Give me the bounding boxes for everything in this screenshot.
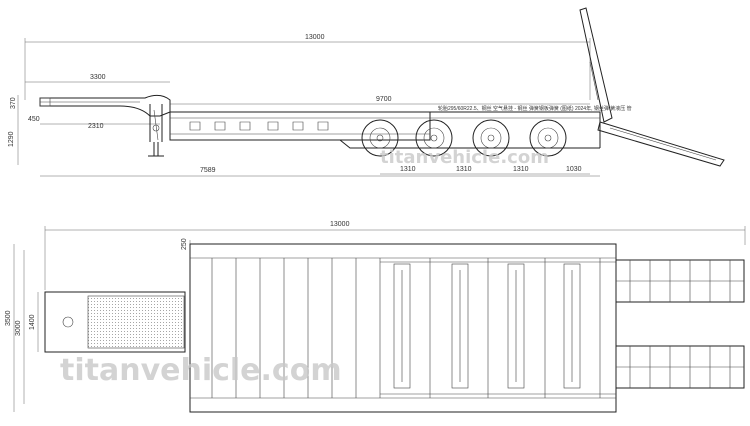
top-view: 13000 250 3500 3000 1400 (5, 221, 746, 413)
top-axles (393, 263, 581, 389)
dim-neck-width: 1400 (29, 314, 36, 330)
dim-gooseneck-width: 3000 (15, 320, 22, 336)
dim-axle-spacing-1: 1310 (400, 166, 416, 173)
dim-axle-spacing-3: 1310 (513, 166, 529, 173)
dim-axle-spacing-2: 1310 (456, 166, 472, 173)
dim-front-offset: 250 (181, 238, 188, 250)
dim-top-overall-length: 13000 (330, 221, 350, 228)
side-view: 13000 3300 9700 370 1290 450 2310 (8, 7, 725, 177)
dim-kingpin-offset: 450 (28, 116, 40, 123)
dim-rear-overhang: 1030 (566, 166, 582, 173)
dim-neck-height: 370 (10, 97, 17, 109)
side-wheels (361, 119, 567, 157)
watermark-bottom: titanvehicle.com (60, 353, 342, 388)
dim-neck-height-total: 1290 (8, 131, 15, 147)
spec-note: 轮胎295/60R22.5、钢丝 空气悬挂 - 钢丝 弹簧钢板弹簧 (图纸) 2… (438, 105, 632, 112)
dim-deck-length: 9700 (376, 96, 392, 103)
dim-gooseneck-length: 3300 (90, 74, 106, 81)
dim-overall-length: 13000 (305, 34, 325, 41)
dim-overall-width: 3500 (5, 310, 12, 326)
watermark-top: titanvehicle.com (380, 147, 549, 168)
dim-deck-to-axle: 7589 (200, 167, 216, 174)
dim-landing-gear: 2310 (88, 123, 104, 130)
